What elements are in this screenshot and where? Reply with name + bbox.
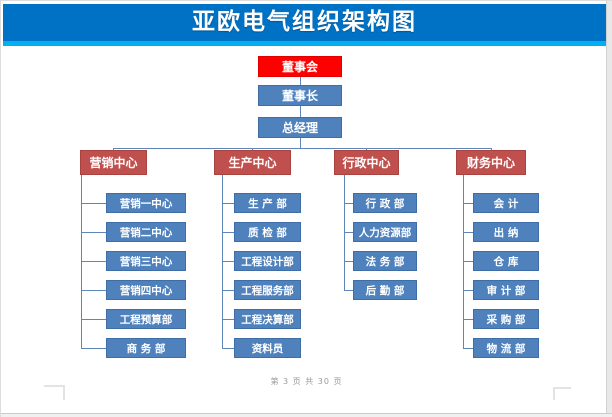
org-node: 营销二中心 <box>106 222 186 242</box>
org-node: 工程服务部 <box>234 280 301 300</box>
connector-line <box>491 148 492 151</box>
page-title: 亚欧电气组织架构图 <box>192 9 417 35</box>
org-node-admin-center: 行政中心 <box>334 150 399 175</box>
connector-line <box>222 232 234 233</box>
connector-line <box>81 261 106 262</box>
connector-line <box>222 319 234 320</box>
margin-corner-mark <box>44 385 65 400</box>
connector-line <box>222 203 234 204</box>
org-node: 资料员 <box>234 338 301 358</box>
connector-line <box>463 290 473 291</box>
org-node: 人力资源部 <box>353 222 417 242</box>
org-node: 质 检 部 <box>234 222 301 242</box>
connector-line <box>300 138 301 148</box>
connector-line <box>344 261 353 262</box>
org-node-general-manager: 总经理 <box>258 117 342 138</box>
connector-line <box>344 290 353 291</box>
org-node: 工程决算部 <box>234 309 301 329</box>
org-node: 会 计 <box>473 193 539 213</box>
org-node: 后 勤 部 <box>353 280 417 300</box>
title-banner: 亚欧电气组织架构图 <box>3 4 606 41</box>
connector-line <box>366 148 367 151</box>
org-node: 出 纳 <box>473 222 539 242</box>
connector-line <box>222 348 234 349</box>
connector-line <box>463 261 473 262</box>
connector-line <box>81 290 106 291</box>
connector-line <box>222 290 234 291</box>
connector-line <box>463 232 473 233</box>
org-node: 采 购 部 <box>473 309 539 329</box>
org-node: 生 产 部 <box>234 193 301 213</box>
banner-accent-strip <box>3 41 606 46</box>
org-node-marketing-center: 营销中心 <box>80 150 147 175</box>
connector-line <box>113 148 114 151</box>
connector-line <box>81 232 106 233</box>
connector-line <box>463 319 473 320</box>
connector-line <box>81 319 106 320</box>
org-node: 物 流 部 <box>473 338 539 358</box>
org-node: 行 政 部 <box>353 193 417 213</box>
org-node: 营销四中心 <box>106 280 186 300</box>
org-node-production-center: 生产中心 <box>214 150 291 175</box>
connector-line <box>300 77 301 85</box>
margin-corner-mark <box>553 387 571 400</box>
org-node: 法 务 部 <box>353 251 417 271</box>
page-number: 第 3 页 共 30 页 <box>270 377 343 386</box>
connector-line <box>81 348 106 349</box>
org-node: 审 计 部 <box>473 280 539 300</box>
org-node: 工程设计部 <box>234 251 301 271</box>
org-node-chairman: 董事长 <box>258 85 342 106</box>
connector-line <box>222 261 234 262</box>
connector-line <box>113 148 492 149</box>
org-node: 营销一中心 <box>106 193 186 213</box>
connector-line <box>81 203 106 204</box>
org-node-finance-center: 财务中心 <box>456 150 526 175</box>
connector-line <box>463 348 473 349</box>
connector-line <box>463 203 473 204</box>
org-node-board: 董事会 <box>258 56 342 77</box>
connector-line <box>252 148 253 151</box>
connector-line <box>300 106 301 117</box>
connector-line <box>344 232 353 233</box>
connector-line <box>344 203 353 204</box>
page-edge <box>606 1 612 417</box>
org-node: 仓 库 <box>473 251 539 271</box>
page-edge <box>1 413 612 417</box>
org-node: 营销三中心 <box>106 251 186 271</box>
org-node: 工程预算部 <box>106 309 186 329</box>
org-node: 商 务 部 <box>106 338 186 358</box>
